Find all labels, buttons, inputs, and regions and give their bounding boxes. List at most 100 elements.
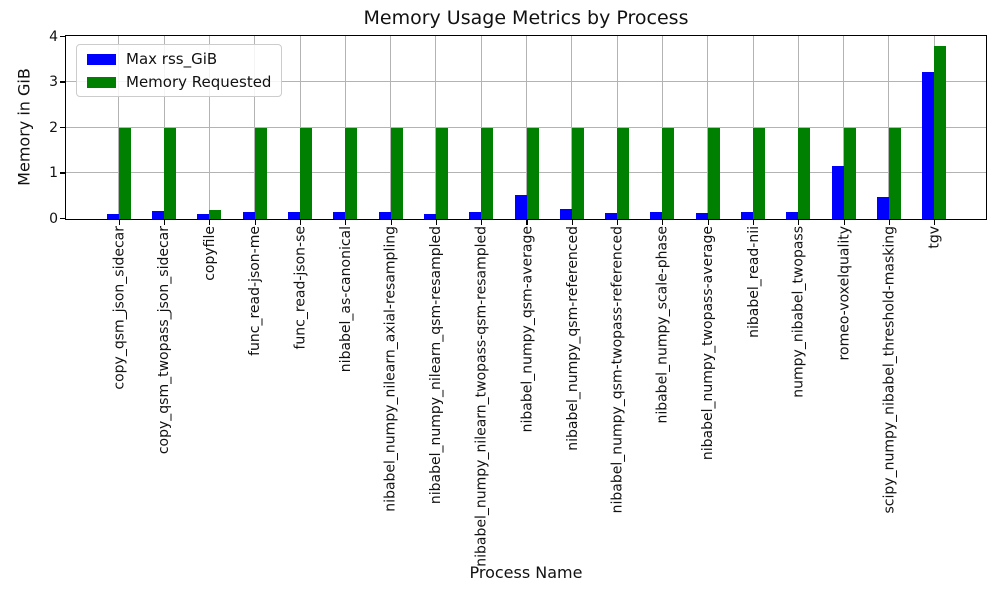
bar-max-rss: [423, 214, 436, 219]
vertical-gridline: [571, 36, 573, 219]
vertical-gridline: [707, 36, 709, 219]
x-tick-mark: [481, 220, 483, 225]
vertical-gridline: [208, 36, 210, 219]
vertical-gridline: [435, 36, 437, 219]
vertical-gridline: [480, 36, 482, 219]
x-tick-label: copy_qsm_json_sidecar: [111, 226, 128, 390]
y-axis-label: Memory in GiB: [14, 68, 34, 186]
bar-max-rss: [786, 211, 799, 219]
x-tick-label: copyfile: [201, 226, 218, 281]
x-tick-mark: [254, 220, 256, 225]
x-tick-label: romeo-voxelquality: [836, 226, 853, 361]
legend-swatch-max-rss: [87, 53, 116, 65]
x-tick-mark: [571, 220, 573, 225]
x-tick-label: nibabel_numpy_qsm-average: [519, 226, 535, 433]
legend-label-memory-requested: Memory Requested: [126, 73, 272, 91]
x-tick-label: nibabel_numpy_scale-phase: [654, 226, 671, 424]
x-axis-label: Process Name: [469, 563, 583, 582]
vertical-gridline: [616, 36, 618, 219]
x-tick-mark: [843, 220, 845, 225]
y-tick-mark: [60, 81, 65, 83]
y-tick-label: 4: [49, 28, 58, 45]
legend-label-max-rss: Max rss_GiB: [126, 50, 218, 68]
legend-swatch-memory-requested: [87, 76, 116, 88]
x-tick-mark: [390, 220, 392, 225]
bar-max-rss: [106, 213, 119, 219]
y-tick-mark: [60, 172, 65, 174]
vertical-gridline: [254, 36, 256, 219]
x-tick-label: nibabel_numpy_twopass-average: [700, 226, 717, 461]
bar-max-rss: [242, 211, 255, 219]
bar-max-rss: [288, 211, 300, 219]
vertical-gridline: [797, 36, 799, 219]
x-tick-label: numpy_nibabel_twopass: [790, 226, 807, 398]
vertical-gridline: [843, 36, 845, 219]
bar-max-rss: [378, 211, 391, 219]
x-tick-label: func_read-json-se: [292, 226, 309, 350]
y-tick-mark: [60, 35, 65, 38]
y-tick-label: 1: [49, 165, 58, 181]
bar-memory-requested: [209, 209, 222, 219]
horizontal-gridline: [66, 126, 986, 128]
bar-max-rss: [650, 211, 663, 219]
x-tick-label: nibabel_read-nii: [745, 226, 762, 338]
bar-memory-requested: [888, 128, 901, 219]
bar-max-rss: [333, 211, 346, 219]
x-tick-mark: [934, 220, 936, 225]
chart-title: Memory Usage Metrics by Process: [363, 7, 689, 29]
legend-entry-max-rss: Max rss_GiB: [87, 51, 271, 67]
bar-memory-requested: [300, 128, 312, 219]
x-tick-label: scipy_numpy_nibabel_threshold-masking: [881, 226, 898, 514]
bar-max-rss: [876, 196, 889, 219]
vertical-gridline: [752, 36, 754, 219]
horizontal-gridline: [66, 81, 986, 82]
x-tick-mark: [209, 220, 211, 225]
bar-max-rss: [152, 211, 165, 219]
vertical-gridline: [526, 36, 527, 219]
x-tick-label: func_read-json-me: [247, 226, 264, 356]
vertical-gridline: [888, 36, 890, 219]
legend-entry-memory-requested: Memory Requested: [87, 74, 271, 90]
bar-memory-requested: [843, 128, 856, 219]
x-tick-mark: [798, 220, 800, 225]
bar-max-rss: [469, 212, 482, 219]
bar-max-rss: [605, 213, 618, 219]
bar-max-rss: [831, 165, 844, 219]
horizontal-gridline: [66, 172, 986, 173]
vertical-gridline: [118, 36, 120, 219]
x-tick-mark: [164, 220, 166, 225]
y-tick-mark: [60, 126, 65, 129]
bar-memory-requested: [481, 128, 494, 219]
bar-max-rss: [197, 213, 210, 219]
x-tick-label: nibabel_numpy_qsm-referenced: [564, 226, 581, 451]
bar-memory-requested: [526, 128, 539, 219]
plot-area: [65, 35, 987, 220]
x-tick-mark: [888, 220, 890, 225]
bar-memory-requested: [254, 128, 267, 219]
vertical-gridline: [344, 36, 346, 219]
vertical-gridline: [299, 36, 301, 219]
x-tick-label: tgv: [926, 226, 943, 249]
x-tick-mark: [752, 220, 755, 225]
bar-max-rss: [741, 212, 753, 219]
legend: Max rss_GiB Memory Requested: [76, 44, 283, 97]
bar-memory-requested: [345, 128, 358, 219]
x-tick-label: copy_qsm_twopass_json_sidecar: [156, 226, 173, 455]
bar-memory-requested: [118, 128, 131, 219]
bar-max-rss: [695, 213, 708, 219]
bar-memory-requested: [662, 128, 675, 219]
x-tick-label: nibabel_numpy_qsm-twopass-referenced: [609, 226, 626, 514]
y-tick-label: 2: [49, 119, 58, 136]
bar-memory-requested: [753, 128, 765, 219]
vertical-gridline: [661, 36, 663, 219]
x-tick-label: nibabel_numpy_nilearn_twopass-qsm-resamp…: [473, 226, 490, 567]
x-tick-mark: [299, 220, 302, 225]
bar-memory-requested: [798, 128, 811, 219]
bar-memory-requested: [435, 128, 448, 219]
bar-memory-requested: [617, 128, 630, 219]
x-tick-mark: [617, 220, 619, 225]
bar-memory-requested: [571, 128, 584, 219]
x-tick-mark: [526, 220, 528, 225]
x-tick-mark: [345, 220, 347, 225]
